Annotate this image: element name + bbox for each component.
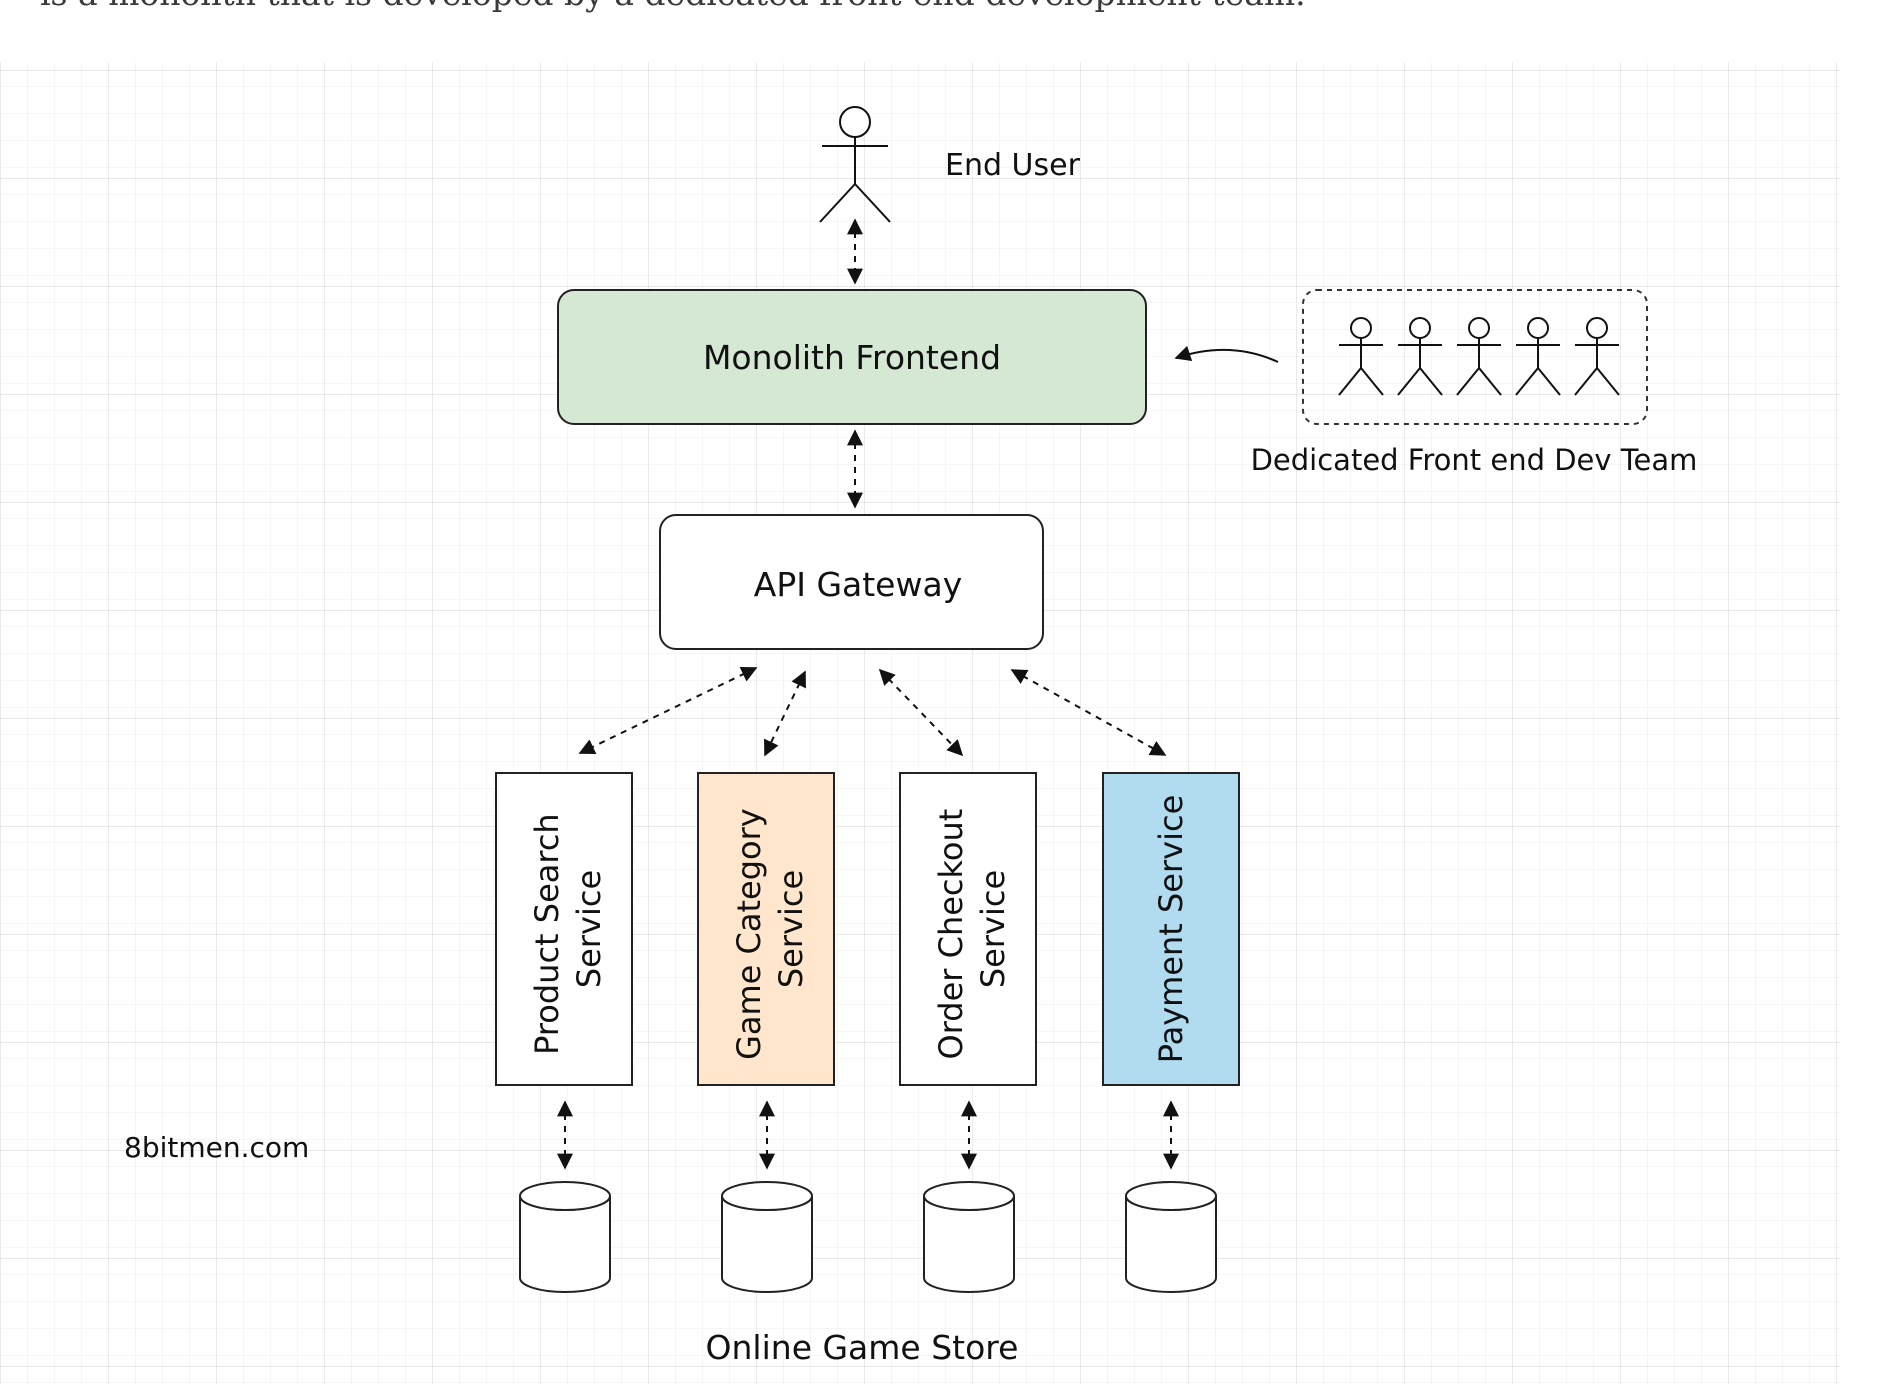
api-gateway-box [659, 514, 1044, 650]
intro-text: is a monolith that is developed by a ded… [40, 0, 1306, 13]
order-checkout-db-icon [923, 1181, 1015, 1293]
end-user-label: End User [945, 148, 1081, 183]
team-member-icon [1397, 317, 1443, 396]
team-member-icon [1338, 317, 1384, 396]
team-member-icon [1456, 317, 1502, 396]
team-member-icon [1515, 317, 1561, 396]
grid-background [0, 62, 1840, 1384]
monolith-frontend-box [557, 289, 1147, 425]
payment-service-box [1102, 772, 1240, 1086]
dev-team-label: Dedicated Front end Dev Team [1251, 443, 1698, 477]
watermark: 8bitmen.com [124, 1131, 309, 1164]
monolith-frontend-label: Monolith Frontend [703, 338, 1001, 377]
arrow-gateway-order-checkout [878, 668, 964, 757]
arrow-gateway-product-search [578, 667, 758, 754]
dev-team-group [1302, 289, 1648, 425]
game-category-service-box [697, 772, 835, 1086]
arrow-team-frontend [1174, 345, 1279, 363]
end-user-icon [819, 106, 891, 223]
product-search-service-box [495, 772, 633, 1086]
game-category-db-icon [721, 1181, 813, 1293]
api-gateway-label: API Gateway [754, 565, 962, 604]
game-category-service-label: Game Category Service [730, 798, 810, 1060]
arrow-gateway-game-category [764, 670, 806, 757]
arrow-gateway-payment [1010, 669, 1167, 756]
team-member-icon [1574, 317, 1620, 396]
order-checkout-service-box [899, 772, 1037, 1086]
diagram-caption: Online Game Store [706, 1328, 1019, 1367]
product-search-service-label: Product Search Service [528, 803, 608, 1055]
product-search-db-icon [519, 1181, 611, 1293]
order-checkout-service-label: Order Checkout Service [932, 799, 1012, 1060]
payment-service-label: Payment Service [1152, 795, 1190, 1064]
payment-db-icon [1125, 1181, 1217, 1293]
